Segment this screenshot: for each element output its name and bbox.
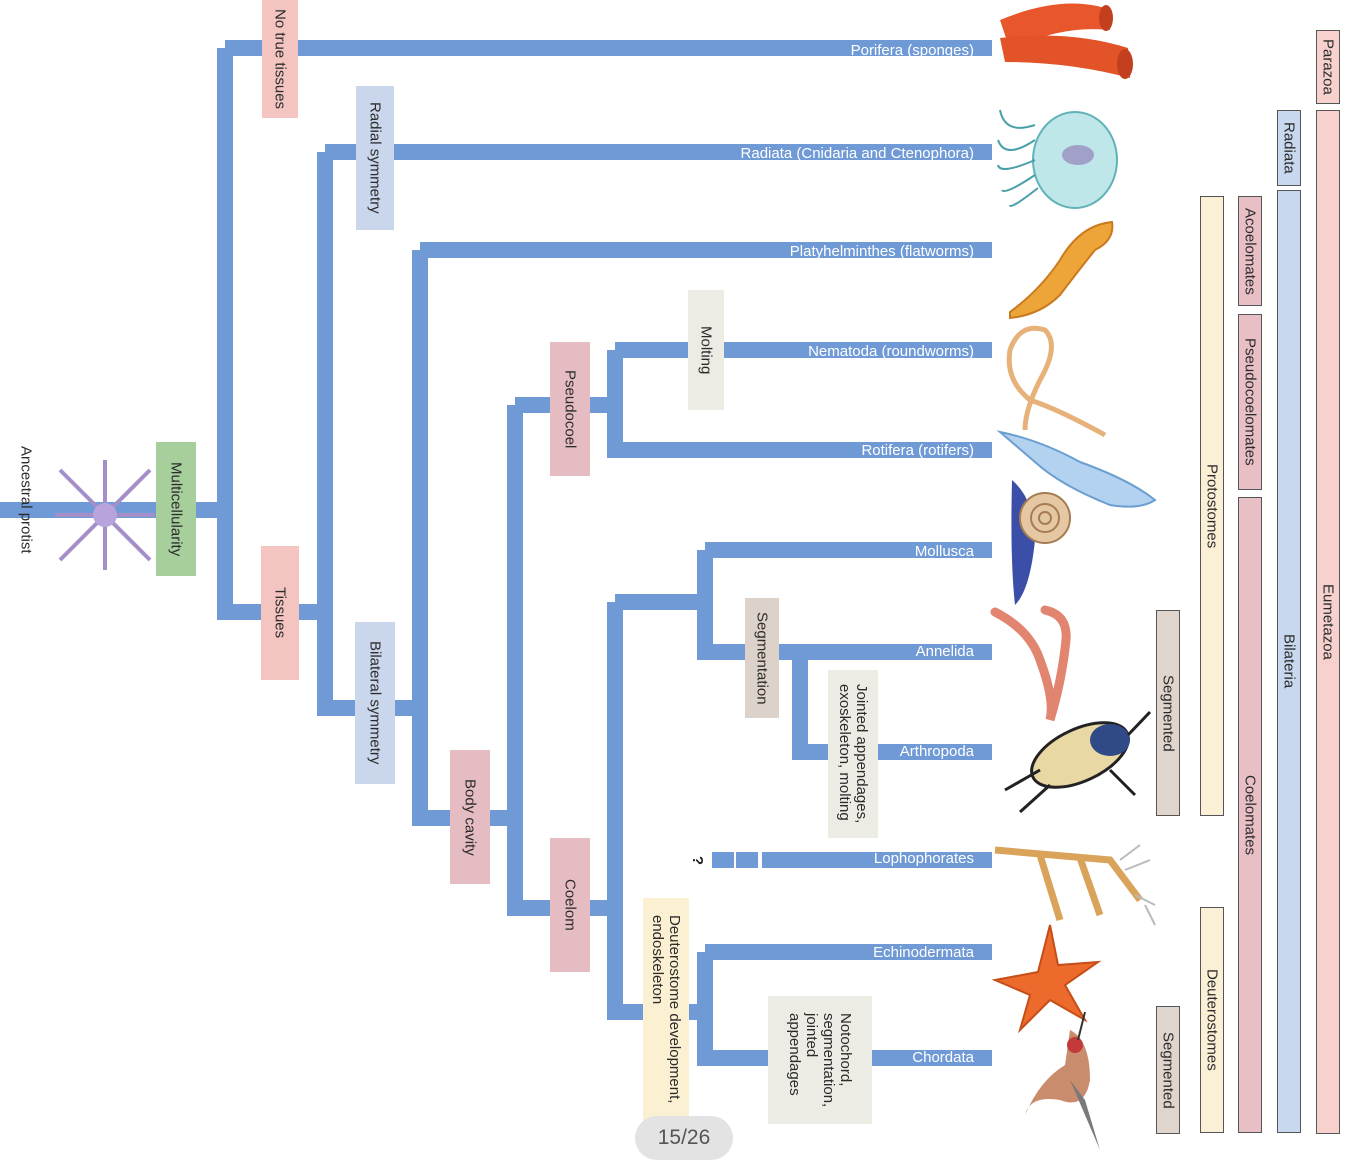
protist-illustration: [55, 460, 155, 570]
organism-illustrations: [55, 3, 1157, 1150]
trait-bilateral-symmetry: Bilateral symmetry: [355, 622, 395, 784]
branch-split-bilateria: [412, 250, 428, 826]
trait-label: Notochord, segmentation, jointed appenda…: [786, 1012, 854, 1108]
rotifer-illustration: [996, 430, 1157, 508]
trait-molting: Molting: [688, 290, 724, 410]
group-segmented-bottom: Segmented: [1156, 1006, 1180, 1134]
root-label: Ancestral protist: [12, 432, 40, 567]
snail-illustration: [1011, 480, 1071, 605]
group-label: Protostomes: [1203, 463, 1221, 549]
branch-lines: [0, 40, 992, 1066]
trait-label: Radial symmetry: [366, 102, 384, 214]
trait-body-cavity: Body cavity: [450, 750, 490, 884]
taxon-chordata: Chordata: [912, 1049, 974, 1066]
trait-label: Coelom: [561, 879, 579, 931]
branch-protostome-coelom: [615, 594, 713, 610]
group-label: Bilateria: [1280, 634, 1298, 689]
group-pseudocoelomates: Pseudocoelomates: [1238, 314, 1262, 490]
branch-porifera: [225, 40, 992, 56]
trait-deuterostome-development: Deuterostome development, endoskeleton: [643, 898, 689, 1120]
trait-label: No true tissues: [271, 8, 289, 110]
branch-radiata: [325, 144, 992, 160]
branch-platyhelminthes: [420, 242, 992, 258]
branch-echinodermata: [705, 944, 992, 960]
branch-lophophorates-dash-1: [712, 852, 734, 868]
trait-multicellularity: Multicellularity: [156, 442, 196, 576]
taxon-rotifera: Rotifera (rotifers): [861, 442, 974, 459]
flatworm-illustration: [1009, 220, 1114, 320]
branch-split-deuterostome: [697, 952, 713, 1066]
trait-radial-symmetry: Radial symmetry: [356, 86, 394, 230]
trait-notochord: Notochord, segmentation, jointed appenda…: [768, 996, 872, 1124]
group-eumetazoa: Eumetazoa: [1316, 110, 1340, 1134]
earthworm-illustration: [990, 605, 1071, 722]
branch-rotifera: [615, 442, 992, 458]
group-acoelomates: Acoelomates: [1238, 196, 1262, 306]
beetle-illustration: [1004, 710, 1152, 814]
group-segmented-top: Segmented: [1156, 610, 1180, 816]
trait-label: Deuterostome development, endoskeleton: [649, 914, 683, 1104]
group-radiata: Radiata: [1277, 110, 1301, 186]
taxon-radiata: Radiata (Cnidaria and Ctenophora): [740, 145, 974, 162]
trait-tissues: Tissues: [261, 546, 299, 680]
group-bilateria: Bilateria: [1277, 190, 1301, 1133]
group-label: Parazoa: [1319, 39, 1337, 95]
branch-split-eumetazoa: [317, 152, 333, 716]
group-label: Radiata: [1280, 122, 1298, 174]
trait-label: Pseudocoel: [561, 369, 579, 449]
branch-split-coelom: [607, 602, 623, 1020]
trait-label: Segmentation: [753, 611, 771, 705]
trait-label: Multicellularity: [167, 461, 185, 557]
root-label-text: Ancestral protist: [17, 445, 35, 554]
group-protostomes: Protostomes: [1200, 196, 1224, 816]
group-label: Deuterostomes: [1203, 969, 1221, 1071]
taxon-platyhelminthes: Platyhelminthes (flatworms): [789, 243, 974, 260]
branch-split-protostome: [697, 550, 713, 660]
group-label: Segmented: [1159, 674, 1177, 752]
group-label: Eumetazoa: [1319, 584, 1337, 660]
group-label: Segmented: [1159, 1031, 1177, 1109]
trait-label: Jointed appendages, exoskeleton, molting: [836, 684, 870, 824]
branch-split-body-cavity: [507, 405, 523, 916]
trait-label: Tissues: [271, 587, 289, 639]
taxon-annelida: Annelida: [915, 643, 974, 660]
sponge-illustration: [1000, 3, 1133, 79]
branch-lophophorates-dash-2: [736, 852, 758, 868]
trait-label: Molting: [697, 325, 715, 375]
taxon-mollusca: Mollusca: [914, 543, 974, 560]
trait-no-true-tissues: No true tissues: [262, 0, 298, 118]
branch-split-pseudocoel: [607, 350, 623, 458]
group-label: Acoelomates: [1241, 207, 1259, 295]
trait-jointed-appendages: Jointed appendages, exoskeleton, molting: [828, 670, 878, 838]
taxon-lophophorates: Lophophorates: [873, 850, 974, 867]
trait-label: Body cavity: [461, 778, 479, 856]
taxon-nematoda: Nematoda (roundworms): [808, 343, 974, 360]
taxon-porifera: Porifera (sponges): [850, 42, 974, 59]
group-deuterostomes: Deuterostomes: [1200, 907, 1224, 1133]
trait-pseudocoel: Pseudocoel: [550, 342, 590, 476]
roundworm-illustration: [1006, 325, 1107, 438]
branch-lophophorates: [762, 852, 992, 868]
taxon-arthropoda: Arthropoda: [899, 743, 974, 760]
branch-split-metazoa: [217, 48, 233, 620]
taxon-echinodermata: Echinodermata: [873, 944, 974, 961]
jellyfish-illustration: [997, 109, 1118, 209]
group-coelomates: Coelomates: [1238, 497, 1262, 1133]
group-parazoa: Parazoa: [1316, 30, 1340, 104]
group-label: Coelomates: [1241, 774, 1259, 856]
bird-illustration: [1025, 1011, 1100, 1150]
group-label: Pseudocoelomates: [1241, 338, 1259, 466]
trait-coelom: Coelom: [550, 838, 590, 972]
branch-mollusca: [705, 542, 992, 558]
page-indicator: 15/26: [635, 1116, 733, 1160]
question-mark: ?: [689, 855, 707, 866]
starfish-illustration: [991, 924, 1102, 1034]
trait-label: Bilateral symmetry: [366, 641, 384, 765]
trait-segmentation: Segmentation: [745, 598, 779, 718]
lophophorate-illustration: [994, 844, 1156, 926]
branch-split-segmented: [792, 652, 808, 760]
